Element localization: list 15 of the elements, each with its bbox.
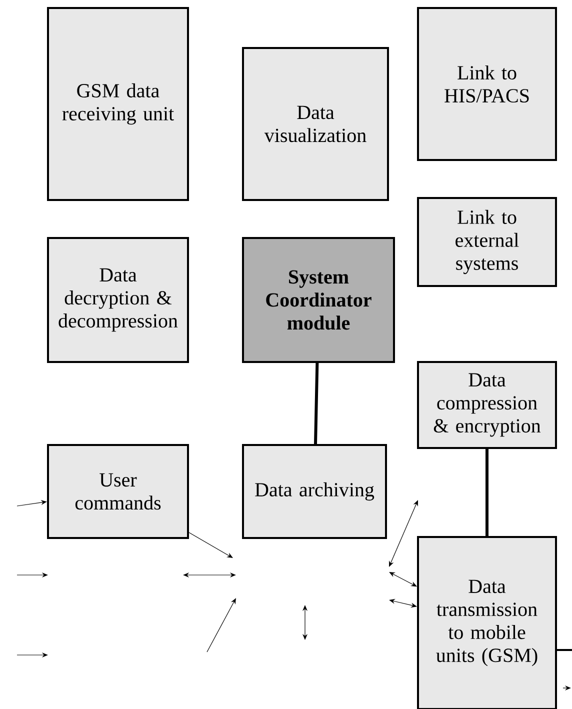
arrow	[16, 500, 47, 506]
process-box: Data archiving	[242, 444, 387, 539]
process-box: User commands	[47, 444, 189, 539]
connector-line	[486, 449, 488, 536]
process-box: Data compression & encryption	[417, 361, 557, 449]
connector-line	[314, 362, 319, 444]
process-box: System Coordinator module	[242, 237, 395, 363]
arrow	[188, 532, 233, 558]
process-box: Data transmission to mobile units (GSM)	[417, 536, 557, 709]
process-box: Link to HIS/PACS	[417, 7, 557, 161]
process-box: Data visualization	[242, 47, 389, 201]
process-box: Link to external systems	[417, 197, 557, 287]
arrow	[389, 572, 417, 587]
process-box: GSM data receiving unit	[47, 7, 189, 201]
process-box: Data decryption & decompression	[47, 237, 189, 363]
